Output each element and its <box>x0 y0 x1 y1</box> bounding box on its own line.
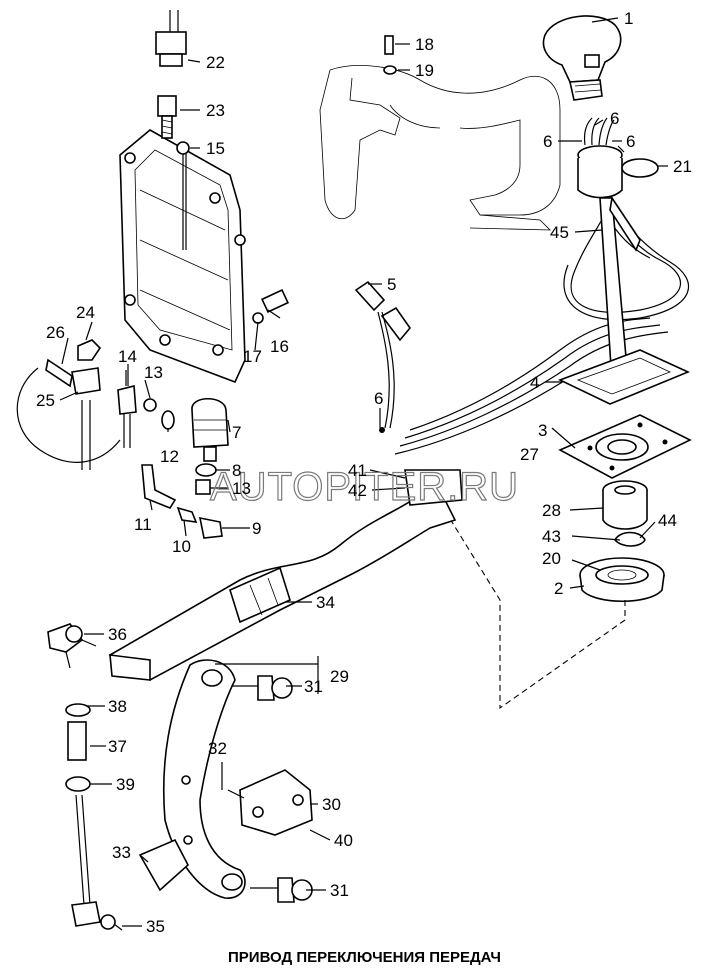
label-13b: 13 <box>232 479 251 498</box>
label-2: 2 <box>554 579 563 598</box>
label-23: 23 <box>206 101 225 120</box>
label-44: 44 <box>658 511 677 530</box>
selector-rod <box>108 469 463 681</box>
wiring-harness <box>394 199 689 455</box>
mounting-bracket <box>227 769 313 836</box>
label-30: 30 <box>322 795 341 814</box>
label-25: 25 <box>36 391 55 410</box>
label-37: 37 <box>108 737 127 756</box>
body-frame-outline <box>319 35 561 231</box>
label-6c: 6 <box>626 132 635 151</box>
label-18: 18 <box>415 35 434 54</box>
bell-crank-arm <box>162 659 246 899</box>
label-36: 36 <box>108 625 127 644</box>
gasket-plate <box>557 349 691 405</box>
label-42: 42 <box>348 481 367 500</box>
label-32: 32 <box>208 739 227 758</box>
ball-stud-lower <box>250 877 313 903</box>
label-6b: 6 <box>543 132 552 151</box>
diagram-caption: ПРИВОД ПЕРЕКЛЮЧЕНИЯ ПЕРЕДАЧ <box>228 949 501 966</box>
screw-15 <box>176 141 190 155</box>
label-35: 35 <box>146 917 165 936</box>
label-6d: 6 <box>374 389 383 408</box>
vacuum-actuator <box>191 398 229 462</box>
label-4: 4 <box>530 373 539 392</box>
label-7: 7 <box>232 423 241 442</box>
label-9: 9 <box>252 519 261 538</box>
label-34: 34 <box>316 593 335 612</box>
label-22: 22 <box>206 53 225 72</box>
label-6a: 6 <box>610 109 619 128</box>
vacuum-fitting-group <box>16 339 121 470</box>
label-11: 11 <box>134 515 152 534</box>
label-10: 10 <box>172 537 191 556</box>
wire-bundle <box>577 117 659 199</box>
label-31a: 31 <box>304 677 323 696</box>
retaining-clip <box>614 531 646 547</box>
label-16: 16 <box>270 337 289 356</box>
label-43: 43 <box>542 527 561 546</box>
label-40: 40 <box>334 831 353 850</box>
threaded-standoff <box>157 95 177 139</box>
label-31b: 31 <box>330 881 349 900</box>
label-27: 27 <box>520 445 539 464</box>
label-26: 26 <box>46 323 65 342</box>
hose-elbow <box>141 464 177 509</box>
label-41: 41 <box>348 461 367 480</box>
watermark-text: AUTOPITER.RU <box>210 465 519 509</box>
label-24: 24 <box>76 303 95 322</box>
label-28: 28 <box>542 501 561 520</box>
bolt-and-nut <box>252 288 289 324</box>
label-29: 29 <box>330 667 349 686</box>
label-1: 1 <box>624 9 633 28</box>
part-labels: 1 22 23 15 18 19 6 6 6 21 45 5 16 17 4 6… <box>36 9 692 936</box>
ball-joint-36 <box>47 623 97 669</box>
leader-lines <box>59 17 668 927</box>
label-20: 20 <box>542 549 561 568</box>
label-33: 33 <box>112 843 131 862</box>
label-8: 8 <box>232 461 241 480</box>
label-38: 38 <box>108 697 127 716</box>
label-12: 12 <box>160 447 179 466</box>
label-19: 19 <box>415 61 434 80</box>
socket-cup <box>579 557 665 603</box>
vacuum-valve <box>117 370 157 448</box>
label-13a: 13 <box>144 363 163 382</box>
terminal-connector <box>155 10 187 67</box>
bushing <box>602 480 648 530</box>
parts-drawing <box>16 10 692 931</box>
shift-knob <box>542 15 622 101</box>
mounting-panel <box>119 129 246 384</box>
label-45: 45 <box>550 223 569 242</box>
link-rod-assembly <box>65 703 123 931</box>
label-3: 3 <box>538 421 547 440</box>
label-5: 5 <box>387 275 396 294</box>
base-plate <box>558 414 692 479</box>
sensor-and-wire <box>354 280 412 433</box>
label-17: 17 <box>243 347 262 366</box>
label-21: 21 <box>673 157 692 176</box>
label-39: 39 <box>116 775 135 794</box>
wedge-block <box>138 838 189 892</box>
label-15: 15 <box>206 139 225 158</box>
ball-stud-upper <box>232 675 293 701</box>
label-14: 14 <box>118 347 137 366</box>
